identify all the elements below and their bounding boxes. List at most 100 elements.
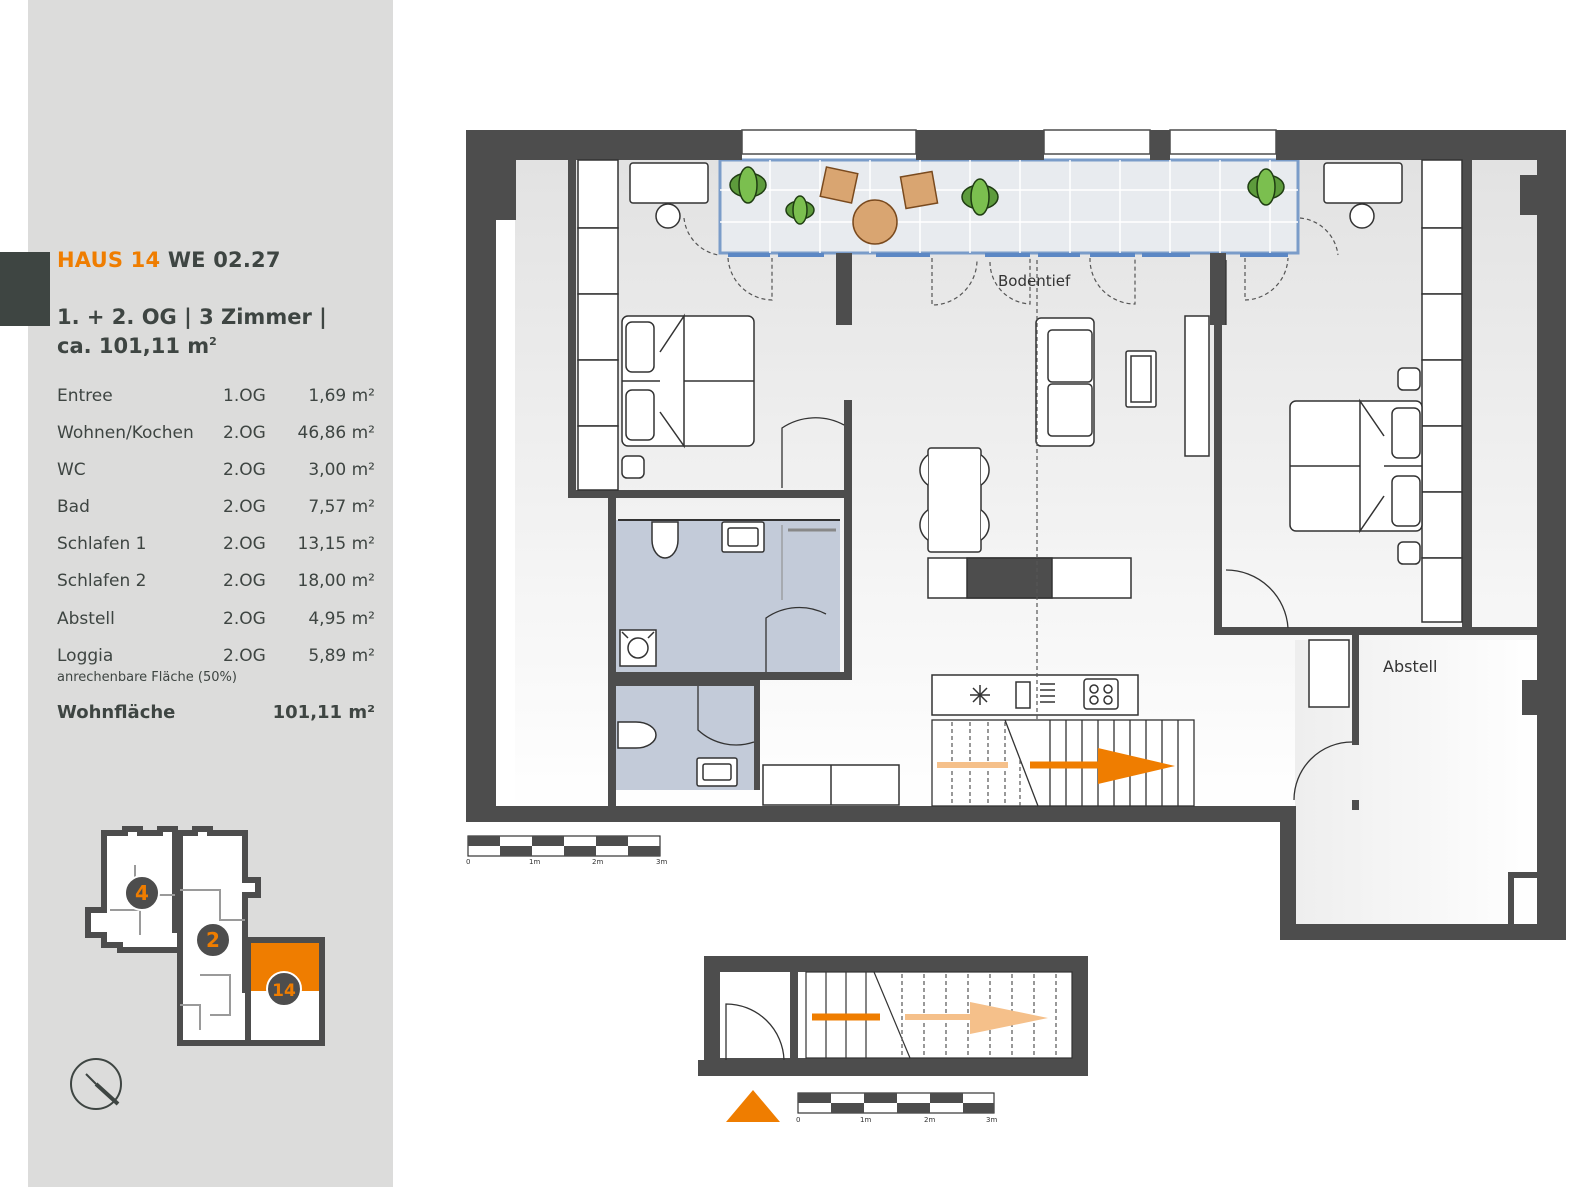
loggia-table bbox=[852, 199, 898, 245]
scale-bar-main: 0 1m 2m 3m bbox=[466, 835, 667, 866]
kitchen-counter bbox=[931, 674, 1139, 716]
plant-2-icon bbox=[785, 195, 815, 225]
wc-toilet-icon bbox=[617, 721, 657, 749]
scale2-label-1m: 1m bbox=[860, 1116, 871, 1124]
unit-number: WE 02.27 bbox=[167, 248, 281, 272]
plant-3-icon bbox=[961, 178, 999, 216]
bed-left bbox=[621, 313, 755, 479]
shower-tray bbox=[618, 519, 840, 600]
room-floor: 2.OG bbox=[223, 609, 266, 629]
loggia-doors bbox=[683, 217, 1339, 806]
total-area: 101,11 m² bbox=[272, 702, 375, 723]
unit-area-approx: ca. 101,11 m2 bbox=[57, 334, 217, 358]
window-3 bbox=[1169, 129, 1277, 155]
room-name: WC bbox=[57, 460, 86, 480]
label-bodentief: Bodentief bbox=[998, 272, 1071, 290]
room-area: 5,89 m² bbox=[308, 646, 375, 666]
site-plan-label-4: 4 bbox=[135, 881, 149, 905]
bad-toilet-icon bbox=[651, 521, 679, 559]
room-name: Entree bbox=[57, 386, 113, 406]
room-name: Wohnen/Kochen bbox=[57, 423, 194, 443]
desk-right bbox=[1323, 162, 1403, 204]
bed-right bbox=[1289, 367, 1423, 565]
site-plan-label-2: 2 bbox=[206, 928, 220, 952]
sofa bbox=[1035, 317, 1095, 447]
sideboard bbox=[1184, 315, 1210, 457]
bad-sink-icon bbox=[721, 521, 765, 553]
room-area: 4,95 m² bbox=[308, 609, 375, 629]
room-area: 7,57 m² bbox=[308, 497, 375, 517]
room-floor: 2.OG bbox=[223, 534, 266, 554]
plant-1-icon bbox=[729, 166, 767, 204]
total-label: Wohnfläche bbox=[57, 702, 176, 723]
room-row: Loggia 2.OG 5,89 m² bbox=[57, 646, 375, 672]
site-plan-marker-14 bbox=[266, 971, 302, 1007]
site-plan-marker-2 bbox=[195, 922, 231, 958]
abstell-shelf bbox=[1308, 639, 1350, 708]
walls bbox=[466, 130, 1566, 940]
room-name: Loggia bbox=[57, 646, 114, 666]
desk-left bbox=[629, 162, 709, 204]
room-name: Schlafen 1 bbox=[57, 534, 147, 554]
section-marker bbox=[0, 252, 50, 326]
scale2-label-3m: 3m bbox=[986, 1116, 997, 1124]
room-area: 18,00 m² bbox=[297, 571, 375, 591]
coffee-table bbox=[1125, 350, 1157, 408]
room-row: Entree 1.OG 1,69 m² bbox=[57, 386, 375, 412]
room-floor: 2.OG bbox=[223, 497, 266, 517]
haus-label: HAUS 14 bbox=[57, 248, 161, 272]
loggia-stool-2 bbox=[899, 170, 939, 210]
doors bbox=[697, 260, 1353, 801]
scale2-label-0: 0 bbox=[796, 1116, 800, 1124]
entry-cabinet bbox=[762, 764, 900, 806]
loggia-stool-1 bbox=[819, 166, 859, 204]
room-floor: 2.OG bbox=[223, 646, 266, 666]
room-area: 13,15 m² bbox=[297, 534, 375, 554]
chair-right-icon bbox=[1349, 203, 1375, 229]
window-2 bbox=[1043, 129, 1151, 155]
room-row: Schlafen 1 2.OG 13,15 m² bbox=[57, 534, 375, 560]
room-row: Wohnen/Kochen 2.OG 46,86 m² bbox=[57, 423, 375, 449]
room-area: 3,00 m² bbox=[308, 460, 375, 480]
site-plan-label-14: 14 bbox=[272, 981, 296, 1001]
entree-plan bbox=[698, 956, 1088, 1076]
kitchen-island bbox=[927, 557, 1132, 599]
loggia-note: anrechenbare Fläche (50%) bbox=[57, 670, 237, 685]
wc-sink-icon bbox=[696, 757, 738, 787]
dining-table bbox=[919, 447, 990, 553]
room-floor: 2.OG bbox=[223, 571, 266, 591]
scale-bar-entree: 0 1m 2m 3m bbox=[796, 1092, 997, 1124]
site-plan-marker-4 bbox=[124, 875, 160, 911]
room-area: 1,69 m² bbox=[308, 386, 375, 406]
room-area: 46,86 m² bbox=[297, 423, 375, 443]
label-abstell: Abstell bbox=[1383, 657, 1437, 676]
room-row: Schlafen 2 2.OG 18,00 m² bbox=[57, 571, 375, 597]
entrance-triangle-icon bbox=[726, 1090, 780, 1122]
site-plan: 4 2 14 bbox=[85, 826, 325, 1046]
room-name: Abstell bbox=[57, 609, 115, 629]
unit-area-sup: 2 bbox=[209, 335, 217, 348]
scale-label-2m: 2m bbox=[592, 858, 603, 866]
washer-icon bbox=[619, 629, 657, 667]
chair-left-icon bbox=[655, 203, 681, 229]
room-row: Bad 2.OG 7,57 m² bbox=[57, 497, 375, 523]
wardrobe-right bbox=[1421, 159, 1463, 623]
scale-label-1m: 1m bbox=[529, 858, 540, 866]
room-name: Schlafen 2 bbox=[57, 571, 147, 591]
scale-label-3m: 3m bbox=[656, 858, 667, 866]
wardrobe-left bbox=[577, 159, 619, 491]
unit-title: HAUS 14 WE 02.27 bbox=[57, 248, 281, 272]
room-floor: 2.OG bbox=[223, 423, 266, 443]
stair-arrow-head-icon bbox=[1098, 748, 1175, 784]
room-name: Bad bbox=[57, 497, 90, 517]
unit-area-text: ca. 101,11 m bbox=[57, 334, 210, 358]
loggia bbox=[718, 158, 1300, 255]
scale-label-0: 0 bbox=[466, 858, 470, 866]
room-floor: 1.OG bbox=[223, 386, 266, 406]
north-arrow-icon bbox=[70, 1058, 122, 1110]
scale2-label-2m: 2m bbox=[924, 1116, 935, 1124]
plant-4-icon bbox=[1247, 168, 1285, 206]
window-1 bbox=[741, 129, 917, 155]
